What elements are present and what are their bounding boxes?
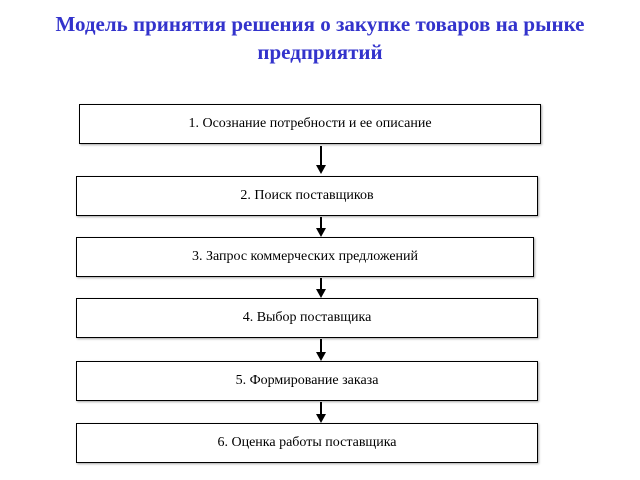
title-line-1: Модель принятия решения о закупке товаро…: [55, 12, 585, 36]
step-box-2: 2. Поиск поставщиков: [76, 176, 538, 216]
arrow-down-icon-4: [316, 339, 326, 361]
step-box-6: 6. Оценка работы поставщика: [76, 423, 538, 463]
step-box-3: 3. Запрос коммерческих предложений: [76, 237, 534, 277]
step-label-5: 5. Формирование заказа: [235, 373, 379, 388]
step-label-1: 1. Осознание потребности и ее описание: [188, 116, 432, 131]
title-line-2: предприятий: [257, 40, 383, 64]
step-box-1: 1. Осознание потребности и ее описание: [79, 104, 541, 144]
step-box-4: 4. Выбор поставщика: [76, 298, 538, 338]
step-label-2: 2. Поиск поставщиков: [240, 188, 374, 203]
arrow-down-icon-2: [316, 217, 326, 237]
step-label-3: 3. Запрос коммерческих предложений: [191, 249, 419, 264]
page-title: Модель принятия решения о закупке товаро…: [0, 10, 640, 66]
arrow-down-icon-1: [316, 146, 326, 174]
step-label-6: 6. Оценка работы поставщика: [217, 435, 397, 450]
step-box-5: 5. Формирование заказа: [76, 361, 538, 401]
arrow-down-icon-5: [316, 402, 326, 423]
step-label-4: 4. Выбор поставщика: [242, 310, 372, 325]
arrow-down-icon-3: [316, 278, 326, 298]
